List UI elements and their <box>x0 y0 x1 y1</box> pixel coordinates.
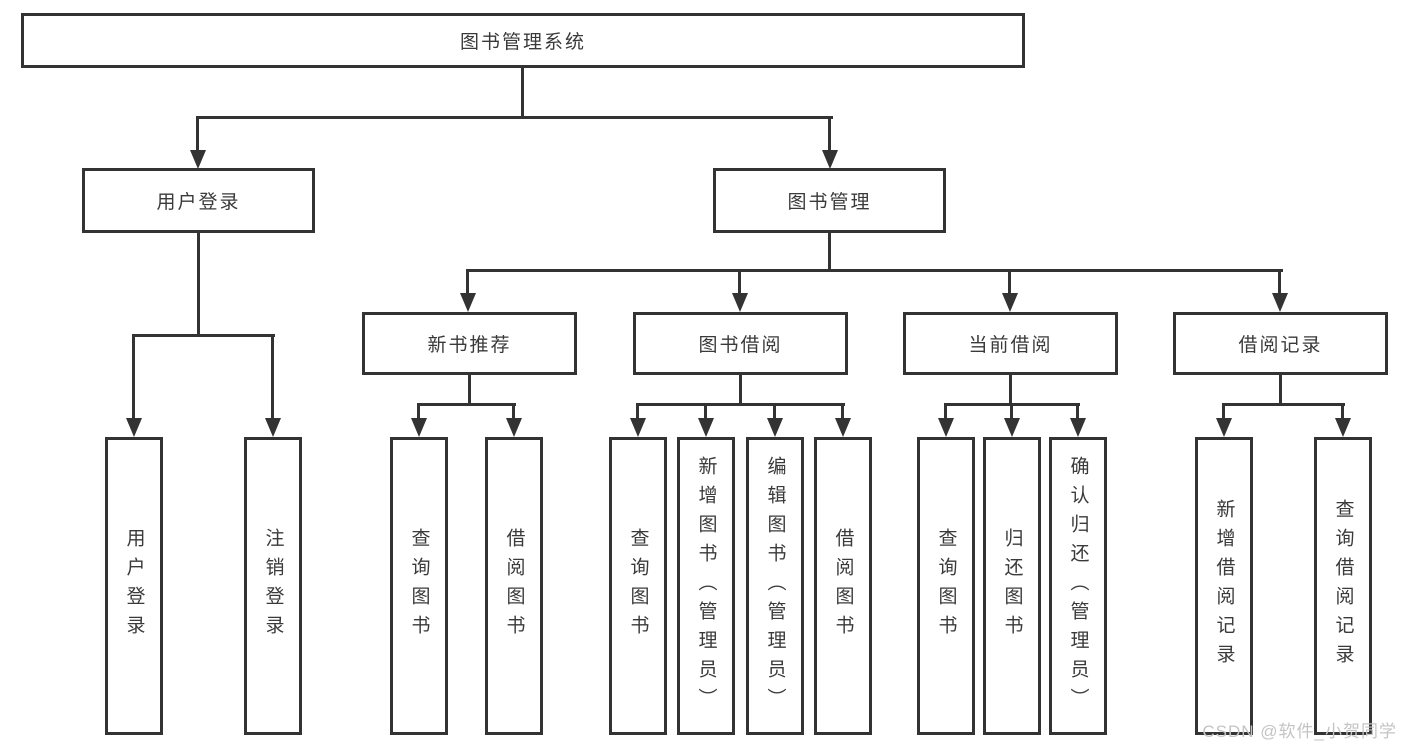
node-label: 查询图书 <box>408 528 430 644</box>
csdn-watermark: CSDN @软件_小贺同学 <box>1202 722 1397 741</box>
leaf-query-books: 查询图书 <box>917 437 975 735</box>
connector-userlogin-stem <box>197 232 200 336</box>
connector-drop-leaf <box>944 403 947 420</box>
arrowhead-down-icon <box>835 418 851 437</box>
node-borrow-records: 借阅记录 <box>1173 312 1388 375</box>
node-label: 当前借阅 <box>968 335 1053 356</box>
leaf-confirm-return-admin: 确认归还（管理员） <box>1049 437 1107 735</box>
connector-l3-stem <box>1009 375 1012 405</box>
connector-l3-stem <box>739 375 742 405</box>
connector-drop-l3 <box>1008 269 1011 296</box>
node-book-management: 图书管理 <box>713 168 946 233</box>
connector-l3-bar <box>417 403 516 406</box>
node-label: 查询借阅记录 <box>1332 499 1354 673</box>
connector-drop-leaf <box>1222 403 1225 420</box>
node-label: 注销登录 <box>262 528 284 644</box>
node-label: 新增借阅记录 <box>1213 499 1235 673</box>
node-label: 用户登录 <box>123 528 145 644</box>
connector-drop-leaf <box>636 403 639 420</box>
connector-drop-l3 <box>738 269 741 296</box>
arrowhead-down-icon <box>1335 418 1351 437</box>
connector-drop-leaf <box>841 403 844 420</box>
arrowhead-down-icon <box>126 418 142 437</box>
leaf-query-borrow-record: 查询借阅记录 <box>1314 437 1372 735</box>
connector-root-bar <box>196 116 833 119</box>
leaf-query-books: 查询图书 <box>390 437 448 735</box>
connector-drop-leaf <box>271 334 274 420</box>
leaf-borrow-books: 借阅图书 <box>814 437 872 735</box>
connector-drop-leaf <box>512 403 515 420</box>
arrowhead-down-icon <box>190 150 206 169</box>
node-label: 新增图书（管理员） <box>695 455 717 717</box>
connector-drop-leaf <box>1076 403 1079 420</box>
node-new-book-recommend: 新书推荐 <box>362 312 577 375</box>
connector-l3-bar <box>636 403 845 406</box>
node-book-borrow: 图书借阅 <box>633 312 848 375</box>
leaf-user-login: 用户登录 <box>105 437 163 735</box>
node-label: 借阅图书 <box>832 528 854 644</box>
arrowhead-down-icon <box>630 418 646 437</box>
connector-drop-user-login <box>196 116 199 152</box>
arrowhead-down-icon <box>506 418 522 437</box>
connector-l3-bar <box>1222 403 1345 406</box>
node-current-borrow: 当前借阅 <box>903 312 1118 375</box>
connector-bookmgmt-bar <box>466 269 1283 272</box>
leaf-query-books: 查询图书 <box>609 437 667 735</box>
arrowhead-down-icon <box>1002 293 1018 312</box>
node-label: 用户登录 <box>156 192 241 213</box>
node-label: 查询图书 <box>935 528 957 644</box>
node-label: 图书借阅 <box>698 335 783 356</box>
node-label: 借阅记录 <box>1238 335 1323 356</box>
arrowhead-down-icon <box>1216 418 1232 437</box>
connector-l3-stem <box>1279 375 1282 405</box>
connector-drop-leaf <box>773 403 776 420</box>
arrowhead-down-icon <box>460 293 476 312</box>
leaf-borrow-books: 借阅图书 <box>485 437 543 735</box>
arrowhead-down-icon <box>698 418 714 437</box>
connector-bookmgmt-stem <box>828 232 831 271</box>
arrowhead-down-icon <box>411 418 427 437</box>
node-label: 图书管理系统 <box>459 32 586 53</box>
arrowhead-down-icon <box>938 418 954 437</box>
node-label: 确认归还（管理员） <box>1067 455 1089 717</box>
leaf-add-books-admin: 新增图书（管理员） <box>677 437 735 735</box>
node-label: 归还图书 <box>1001 528 1023 644</box>
arrowhead-down-icon <box>1272 293 1288 312</box>
connector-drop-l3 <box>1278 269 1281 296</box>
arrowhead-down-icon <box>1004 418 1020 437</box>
arrowhead-down-icon <box>822 150 838 169</box>
leaf-edit-books-admin: 编辑图书（管理员） <box>746 437 804 735</box>
leaf-add-borrow-record: 新增借阅记录 <box>1195 437 1253 735</box>
node-label: 借阅图书 <box>503 528 525 644</box>
node-label: 编辑图书（管理员） <box>764 455 786 717</box>
connector-drop-leaf <box>132 334 135 420</box>
connector-drop-leaf <box>1341 403 1344 420</box>
node-user-login: 用户登录 <box>82 168 315 233</box>
leaf-logout: 注销登录 <box>244 437 302 735</box>
node-label: 图书管理 <box>787 192 872 213</box>
arrowhead-down-icon <box>265 418 281 437</box>
connector-root-stem <box>521 68 524 118</box>
arrowhead-down-icon <box>1070 418 1086 437</box>
leaf-return-books: 归还图书 <box>983 437 1041 735</box>
connector-drop-leaf <box>704 403 707 420</box>
connector-drop-l3 <box>466 269 469 296</box>
arrowhead-down-icon <box>732 293 748 312</box>
node-label: 新书推荐 <box>427 335 512 356</box>
connector-userlogin-bar <box>132 334 275 337</box>
connector-drop-leaf <box>1010 403 1013 420</box>
connector-drop-book-mgmt <box>828 116 831 152</box>
connector-l3-stem <box>468 375 471 405</box>
arrowhead-down-icon <box>767 418 783 437</box>
connector-drop-leaf <box>417 403 420 420</box>
node-root-system: 图书管理系统 <box>21 13 1025 68</box>
node-label: 查询图书 <box>627 528 649 644</box>
